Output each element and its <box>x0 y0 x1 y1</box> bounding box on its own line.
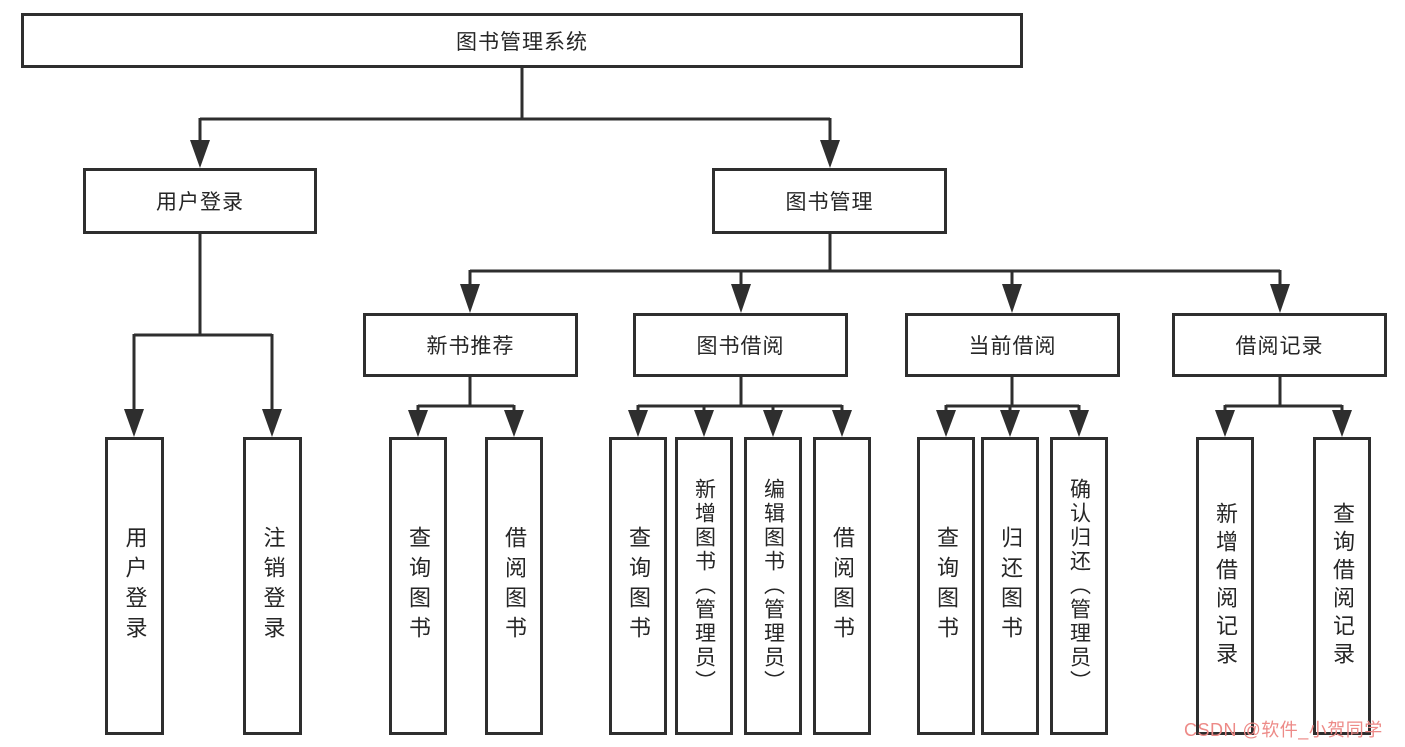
leaf-borrow-books-recommend: 借阅图书 <box>485 437 543 735</box>
leaf-query-books-current: 查询图书 <box>917 437 975 735</box>
node-book-management: 图书管理 <box>712 168 947 234</box>
leaf-user-login-label: 用户登录 <box>122 526 148 646</box>
leaf-borrow-books-label: 借阅图书 <box>830 526 855 646</box>
leaf-add-borrow-record: 新增借阅记录 <box>1196 437 1254 735</box>
leaf-add-book-admin-label: 新增图书（管理员） <box>692 478 716 694</box>
leaf-query-borrow-record: 查询借阅记录 <box>1313 437 1371 735</box>
leaf-add-book-admin: 新增图书（管理员） <box>675 437 733 735</box>
leaf-edit-book-admin-label: 编辑图书（管理员） <box>761 478 785 694</box>
leaf-query-books-recommend: 查询图书 <box>389 437 447 735</box>
leaf-query-books-borrow-label: 查询图书 <box>626 526 651 646</box>
node-book-management-label: 图书管理 <box>785 191 874 214</box>
node-borrow-records-label: 借阅记录 <box>1235 335 1324 358</box>
leaf-confirm-return-admin-label: 确认归还（管理员） <box>1067 478 1091 694</box>
node-current-borrow: 当前借阅 <box>905 313 1120 377</box>
node-book-borrow-label: 图书借阅 <box>696 335 785 358</box>
node-book-borrow: 图书借阅 <box>633 313 848 377</box>
node-user-login-label: 用户登录 <box>156 191 244 214</box>
leaf-query-books-borrow: 查询图书 <box>609 437 667 735</box>
leaf-user-login: 用户登录 <box>105 437 164 735</box>
node-root: 图书管理系统 <box>21 13 1023 68</box>
node-user-login: 用户登录 <box>83 168 317 234</box>
node-new-book-recommend-label: 新书推荐 <box>426 335 515 358</box>
leaf-return-books-label: 归还图书 <box>998 526 1023 646</box>
leaf-return-books: 归还图书 <box>981 437 1039 735</box>
node-root-label: 图书管理系统 <box>456 30 588 54</box>
leaf-borrow-books-recommend-label: 借阅图书 <box>502 526 527 646</box>
leaf-add-borrow-record-label: 新增借阅记录 <box>1213 502 1238 670</box>
node-current-borrow-label: 当前借阅 <box>968 335 1057 358</box>
leaf-borrow-books: 借阅图书 <box>813 437 871 735</box>
watermark: CSDN @软件_小贺同学 <box>1184 720 1383 740</box>
leaf-logout-label: 注销登录 <box>260 526 286 646</box>
leaf-logout: 注销登录 <box>243 437 302 735</box>
leaf-query-books-current-label: 查询图书 <box>934 526 959 646</box>
leaf-confirm-return-admin: 确认归还（管理员） <box>1050 437 1108 735</box>
leaf-query-books-recommend-label: 查询图书 <box>406 526 431 646</box>
leaf-edit-book-admin: 编辑图书（管理员） <box>744 437 802 735</box>
leaf-query-borrow-record-label: 查询借阅记录 <box>1330 502 1355 670</box>
node-borrow-records: 借阅记录 <box>1172 313 1387 377</box>
node-new-book-recommend: 新书推荐 <box>363 313 578 377</box>
